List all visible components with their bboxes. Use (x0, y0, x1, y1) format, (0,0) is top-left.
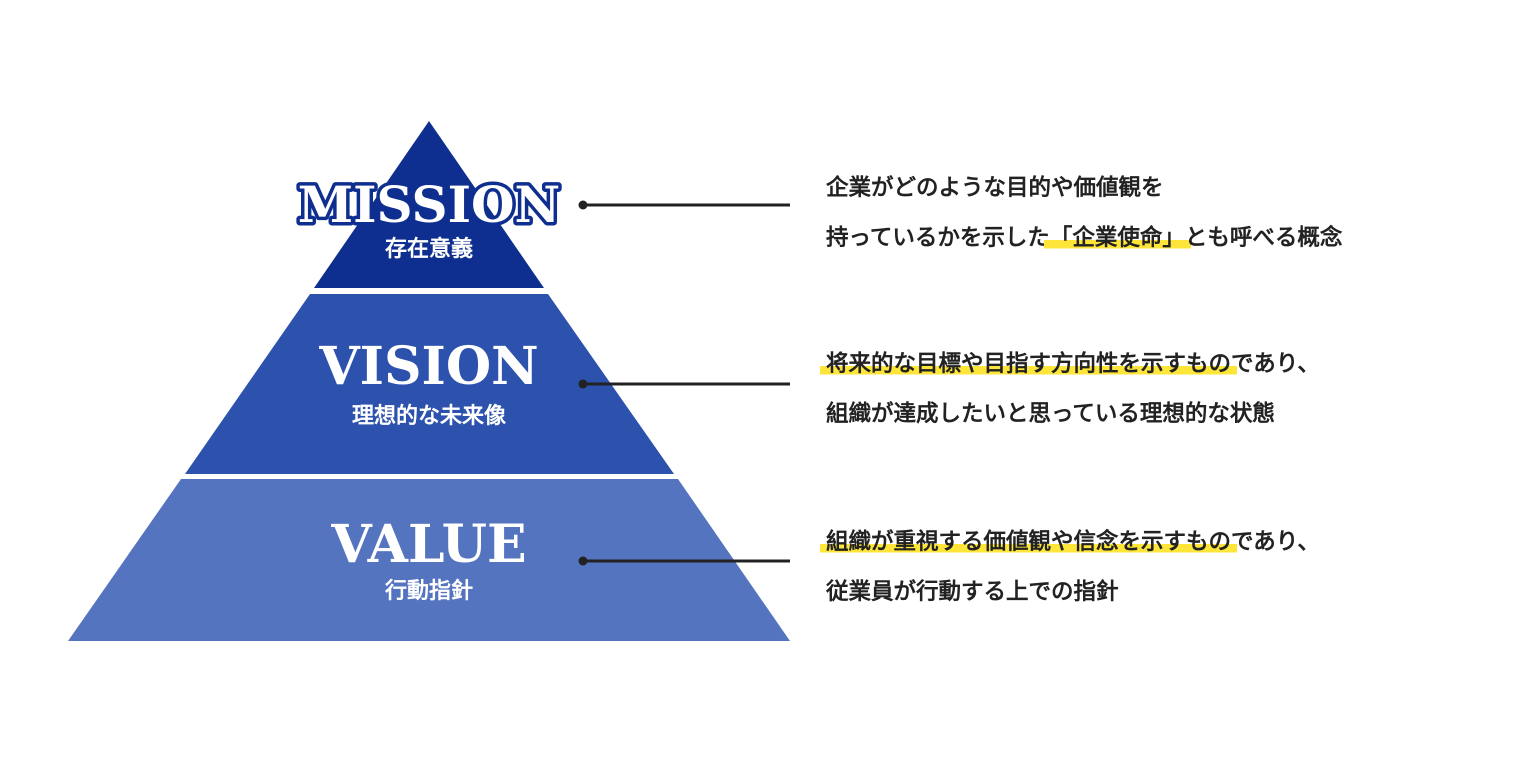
pyramid-tier-value (68, 479, 790, 641)
vision-connector-dot (578, 379, 588, 389)
value-connector-dot (578, 556, 588, 566)
vision-title: VISION (318, 336, 538, 397)
mission-connector-dot (578, 200, 588, 210)
mission-line2-text-after: とも呼べる概念 (1184, 225, 1343, 251)
mission-description-line-1: 企業がどのような目的や価値観を (826, 163, 1342, 213)
vision-line2-text: 組織が達成したいと思っている理想的な状態 (826, 401, 1275, 427)
value-line2-text: 従業員が行動する上での指針 (826, 579, 1119, 605)
mission-description: 企業がどのような目的や価値観を 持っているかを示した「企業使命」とも呼べる概念 (826, 163, 1342, 263)
mission-line1-text: 企業がどのような目的や価値観を (826, 175, 1164, 201)
vision-description-line-2: 組織が達成したいと思っている理想的な状態 (826, 389, 1320, 439)
value-line1-text-after: であり、 (1231, 529, 1320, 555)
pyramid-tier-vision (185, 294, 674, 474)
vision-description: 将来的な目標や目指す方向性を示すものであり、 組織が達成したいと思っている理想的… (820, 339, 1320, 439)
mission-highlight: 「企業使命」 (1043, 225, 1191, 251)
value-description-line-1: 組織が重視する価値観や信念を示すものであり、 (820, 517, 1320, 567)
mission-title: MISSION (298, 175, 561, 234)
vision-description-line-1: 将来的な目標や目指す方向性を示すものであり、 (820, 339, 1320, 389)
value-description-line-2: 従業員が行動する上での指針 (826, 567, 1320, 617)
value-subtitle: 行動指針 (384, 578, 473, 604)
value-title: VALUE (330, 514, 526, 575)
pyramid-tier-mission (314, 121, 544, 288)
mission-subtitle: 存在意義 (385, 236, 473, 262)
vision-highlight: 将来的な目標や目指す方向性を示すもの (820, 351, 1238, 377)
value-highlight: 組織が重視する価値観や信念を示すもの (820, 529, 1238, 555)
mission-description-line-2: 持っているかを示した「企業使命」とも呼べる概念 (826, 213, 1342, 263)
value-description: 組織が重視する価値観や信念を示すものであり、 従業員が行動する上での指針 (820, 517, 1320, 617)
vision-line1-text-after: であり、 (1231, 351, 1320, 377)
mission-line2-text: 持っているかを示した (826, 225, 1050, 251)
vision-subtitle: 理想的な未来像 (352, 403, 507, 429)
